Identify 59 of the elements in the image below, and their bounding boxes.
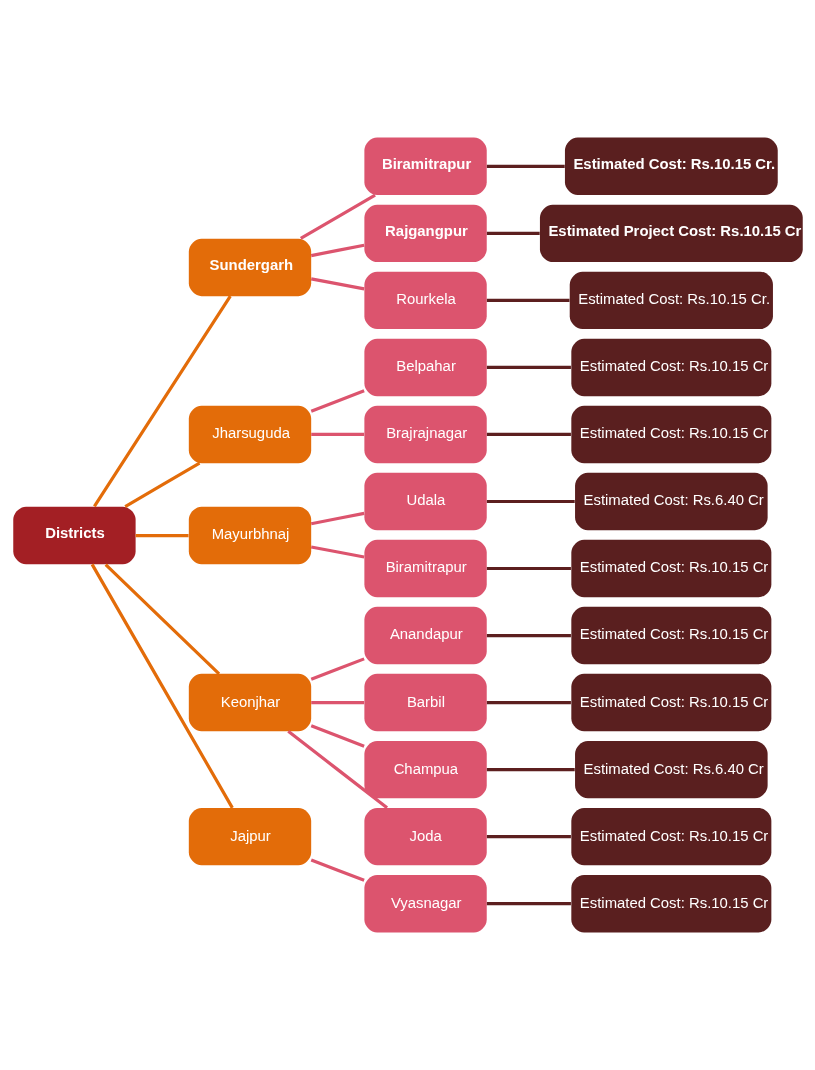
connector xyxy=(486,835,571,839)
connector xyxy=(135,533,189,538)
node-box: Estimated Cost: Rs.10.15 Cr. xyxy=(569,271,773,330)
node-box: Estimated Cost: Rs.10.15 Cr xyxy=(570,405,771,464)
connector xyxy=(310,389,365,413)
node-box: Rourkela xyxy=(363,271,487,330)
node-box: Jajpur xyxy=(188,807,311,866)
node-box: Estimated Cost: Rs.10.15 Cr xyxy=(570,539,771,598)
connector xyxy=(486,902,571,906)
connector xyxy=(310,724,365,748)
connector xyxy=(310,511,364,526)
node-box: Keonjhar xyxy=(188,673,311,732)
connector xyxy=(104,563,220,675)
connector xyxy=(486,298,569,302)
node-box: Jharsuguda xyxy=(188,405,311,464)
connector xyxy=(90,563,234,809)
node-box: Estimated Cost: Rs.10.15 Cr. xyxy=(564,137,778,196)
node-box: Estimated Cost: Rs.10.15 Cr xyxy=(570,874,771,933)
connector xyxy=(92,295,232,508)
node-box: Estimated Project Cost: Rs.10.15 Cr xyxy=(539,204,803,263)
node-box: Barbil xyxy=(363,673,487,732)
node-box: Estimated Cost: Rs.6.40 Cr xyxy=(574,740,768,799)
connector xyxy=(310,701,364,705)
connector xyxy=(286,730,388,809)
node-box: Estimated Cost: Rs.10.15 Cr xyxy=(570,673,771,732)
node-box: Biramitrapur xyxy=(363,137,487,196)
node-box: Estimated Cost: Rs.6.40 Cr xyxy=(574,472,768,531)
connector xyxy=(486,164,565,168)
connector xyxy=(486,633,571,638)
node-box: Champua xyxy=(363,740,487,799)
connector xyxy=(310,545,364,559)
node-box: Estimated Cost: Rs.10.15 Cr xyxy=(570,807,771,866)
node-box: Mayurbhnaj xyxy=(188,506,311,565)
connector xyxy=(310,277,364,291)
connector xyxy=(486,499,575,504)
node-box: Rajgangpur xyxy=(363,204,487,263)
connector xyxy=(310,657,365,681)
connector xyxy=(299,193,376,240)
connector xyxy=(486,701,571,705)
node-box: Belpahar xyxy=(363,338,487,397)
connector xyxy=(486,432,571,437)
connector xyxy=(486,768,575,772)
connector xyxy=(486,566,571,571)
connector xyxy=(123,461,200,508)
node-box: Anandapur xyxy=(363,606,487,665)
node-box: Biramitrapur xyxy=(363,539,487,598)
node-box: Sundergarh xyxy=(188,238,311,297)
node-box: Brajrajnagar xyxy=(363,405,487,464)
node-box: Estimated Cost: Rs.10.15 Cr xyxy=(570,338,771,397)
node-box: Udala xyxy=(363,472,487,531)
connector xyxy=(310,243,364,258)
connector xyxy=(310,432,364,437)
node-box: Vyasnagar xyxy=(363,874,487,933)
node-box: Joda xyxy=(363,807,487,866)
node-box: Districts xyxy=(12,506,136,565)
connector xyxy=(486,365,571,369)
connector xyxy=(486,231,540,235)
connector xyxy=(310,858,365,882)
node-box: Estimated Cost: Rs.10.15 Cr xyxy=(570,606,771,665)
